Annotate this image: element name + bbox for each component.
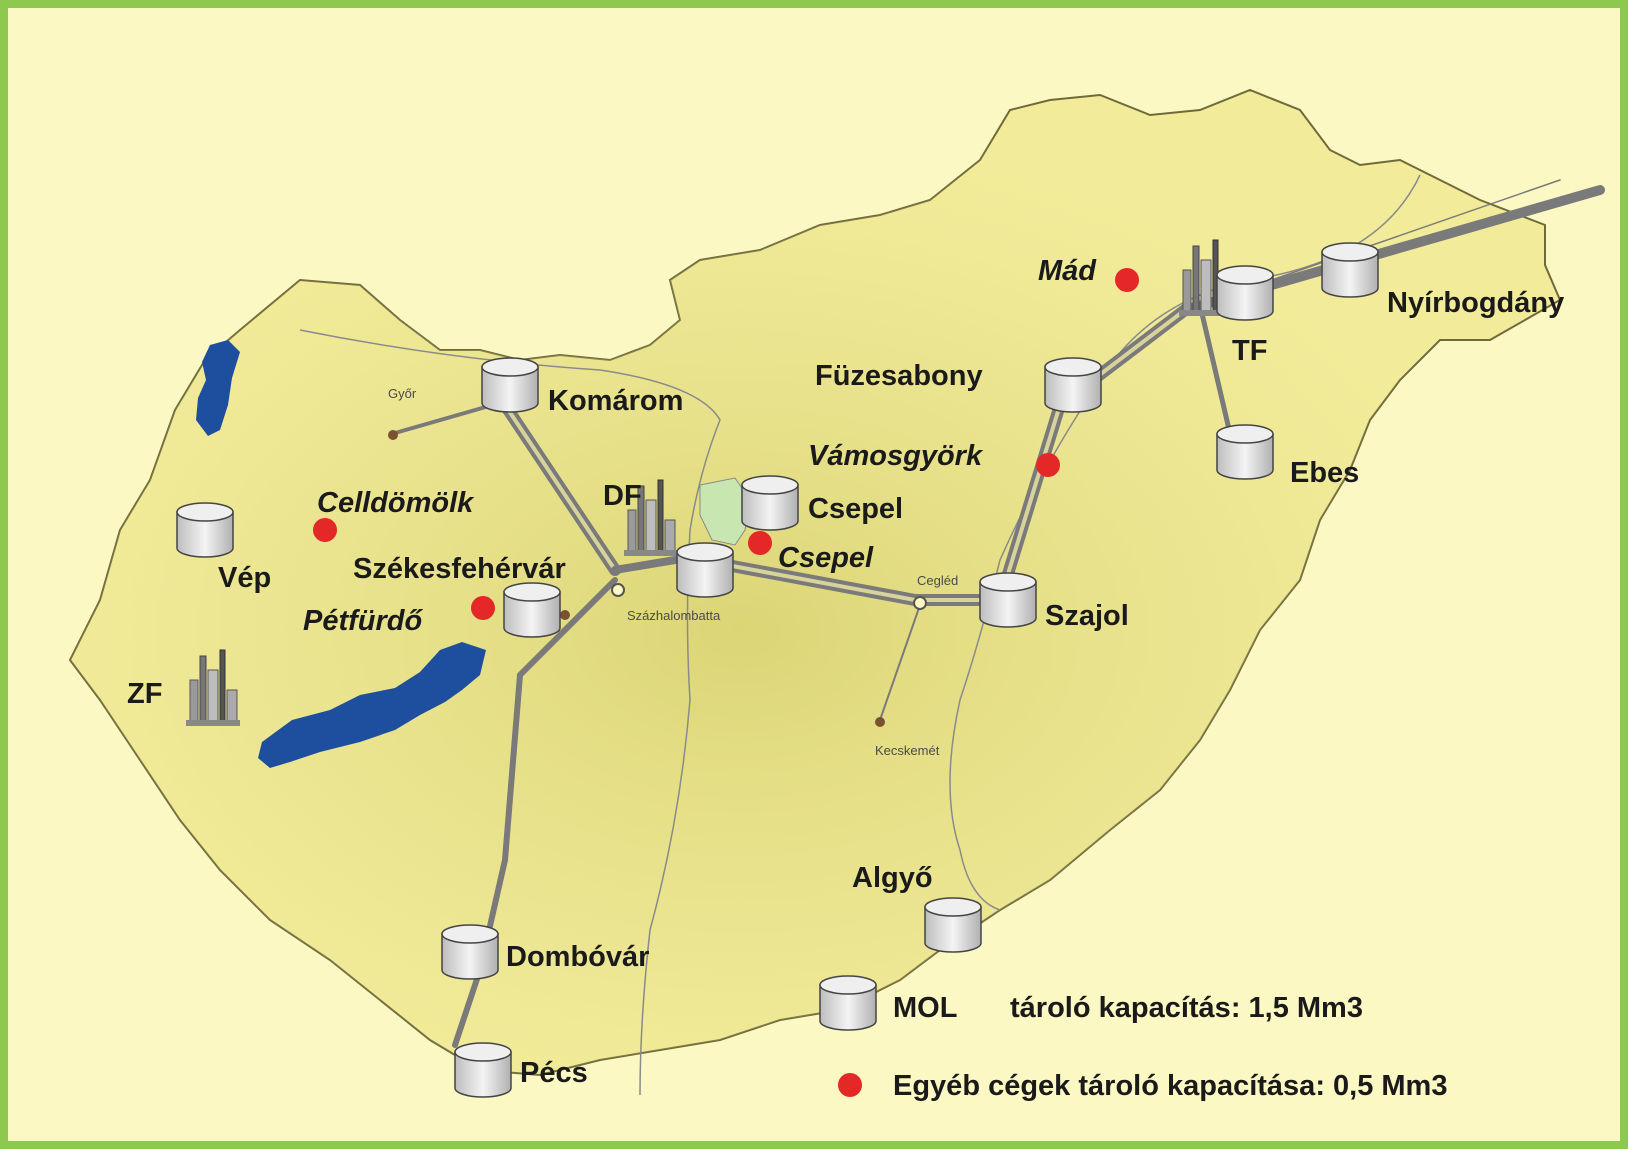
storage-tank-dombovar [441,924,499,980]
storage-tank-csepel [741,475,799,531]
danube-river [299,329,721,1096]
storage-tank-tf [1216,265,1274,321]
label-petfurdo: Pétfürdő [303,605,424,637]
legend-red-dot-icon [838,1073,862,1097]
label-ebes: Ebes [1290,457,1359,489]
other-storage-dot-mad [1115,268,1139,292]
label-zf: ZF [127,678,162,710]
legend-tank-icon [819,975,877,1031]
label-vamosgyork: Vámosgyörk [808,440,984,472]
legend-mol-label: MOL [893,992,957,1024]
storage-tank-fuzesabony [1044,357,1102,413]
label-celldomolk: Celldömölk [317,487,475,519]
legend: MOL tároló kapacítás: 1,5 Mm3 Egyéb cége… [819,975,1447,1102]
lake-balaton [258,642,486,768]
label-df: DF [603,480,642,512]
map-frame: Győr Százhalombatta Cegléd Kecskemét Kom… [8,8,1620,1141]
label-csepel-other: Csepel [778,542,874,574]
label-szekesfehervar: Székesfehérvár [353,553,566,585]
storage-tank-szekesfehervar [503,582,561,638]
town-label-szazhalombatta: Százhalombatta [627,608,721,623]
label-vep: Vép [218,562,271,594]
label-tf: TF [1232,335,1267,367]
storage-tank-algyo [924,897,982,953]
storage-tank-ebes [1216,424,1274,480]
other-storage-dot-petfurdo [471,596,495,620]
legend-mol-capacity: tároló kapacítás: 1,5 Mm3 [1010,992,1363,1024]
town-label-cegled: Cegléd [917,573,958,588]
label-dombovar: Dombóvár [506,941,649,973]
town-label-kecskemet: Kecskemét [875,743,940,758]
label-pecs: Pécs [520,1057,588,1089]
label-algyo: Algyő [852,862,933,894]
storage-tank-pecs [454,1042,512,1098]
storage-tank-nyirbogdany [1321,242,1379,298]
hungary-storage-map: Győr Százhalombatta Cegléd Kecskemét Kom… [68,88,1605,1102]
storage-tank-vep [176,502,234,558]
label-mad: Mád [1038,255,1097,287]
label-komarom: Komárom [548,385,683,417]
storage-tank-df [676,542,734,598]
legend-other-label: Egyéb cégek tároló kapacítása: 0,5 Mm3 [893,1070,1447,1102]
storage-tank-szajol [979,572,1037,628]
label-nyirbogdany: Nyírbogdány [1387,287,1564,319]
other-storage-dot-vamosgyork [1036,453,1060,477]
storage-tank-komarom [481,357,539,413]
label-fuzesabony: Füzesabony [815,360,983,392]
town-label-gyor: Győr [388,386,417,401]
lake-neusiedl [196,340,240,436]
csepel-island [699,477,751,546]
label-szajol: Szajol [1045,600,1129,632]
other-storage-dot-celldomolk [313,518,337,542]
other-storage-dot-csepel [748,531,772,555]
label-csepel: Csepel [808,493,903,525]
